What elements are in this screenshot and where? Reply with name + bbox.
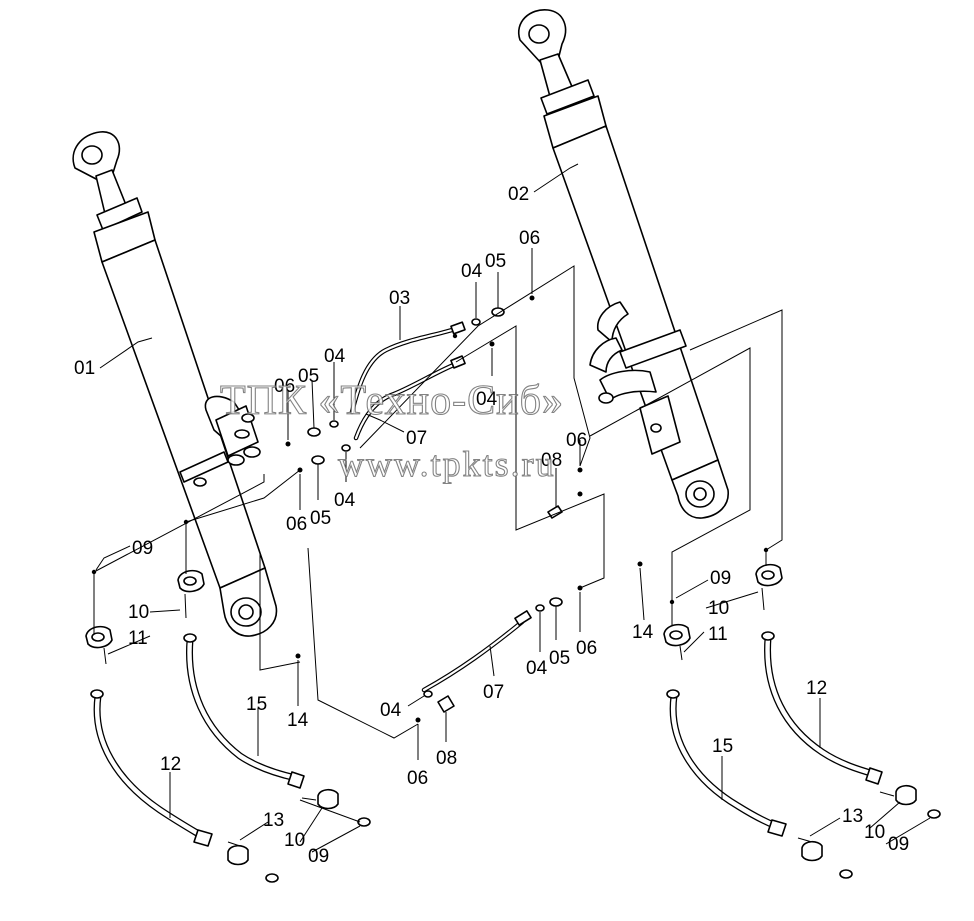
tube-07-lower: [421, 610, 532, 693]
callout-05: 05: [485, 251, 506, 272]
callout-04: 04: [476, 389, 498, 410]
callout-06: 06: [519, 228, 540, 249]
callout-09: 09: [888, 834, 909, 855]
callout-04: 04: [526, 658, 548, 679]
callout-04: 04: [324, 346, 346, 367]
callout-09: 09: [132, 538, 153, 559]
callout-12: 12: [160, 754, 181, 775]
callout-04: 04: [461, 261, 483, 282]
watermark: ТПК «Техно-Сиб» www.tpkts.ru: [219, 377, 564, 484]
tube-03: [349, 321, 466, 415]
callout-06: 06: [566, 430, 587, 451]
callout-07: 07: [483, 682, 504, 703]
watermark-website: www.tpkts.ru: [338, 444, 556, 484]
callout-12: 12: [806, 678, 827, 699]
leader-lines: [93, 163, 931, 853]
callout-01: 01: [74, 358, 95, 379]
callout-06: 06: [274, 376, 295, 397]
cylinder-02: [517, 9, 729, 519]
callout-02: 02: [508, 184, 529, 205]
callout-labels: 01 02 03 04 05 06 04 06 05 04 07 06 05 0…: [74, 184, 909, 867]
callout-10: 10: [708, 598, 729, 619]
cylinder-01: [72, 131, 278, 637]
callout-07: 07: [406, 428, 427, 449]
callout-11: 11: [708, 624, 728, 645]
fittings: [285, 295, 643, 723]
callout-11: 11: [128, 628, 148, 649]
callout-10: 10: [284, 830, 305, 851]
callout-15: 15: [246, 694, 267, 715]
callout-09: 09: [710, 568, 731, 589]
hose-group-right: [663, 547, 941, 879]
callout-03: 03: [389, 288, 410, 309]
callout-13: 13: [842, 806, 863, 827]
callout-04: 04: [380, 700, 402, 721]
callout-05: 05: [310, 508, 331, 529]
callout-14: 14: [287, 710, 309, 731]
callout-15: 15: [712, 736, 733, 757]
callout-06: 06: [576, 638, 597, 659]
callout-08: 08: [541, 450, 562, 471]
callout-13: 13: [263, 810, 284, 831]
callout-05: 05: [549, 648, 570, 669]
callout-04: 04: [334, 490, 356, 511]
callout-06: 06: [407, 768, 428, 789]
callout-08: 08: [436, 748, 457, 769]
callout-05: 05: [298, 366, 319, 387]
callout-10: 10: [128, 602, 149, 623]
callout-09: 09: [308, 846, 329, 867]
callout-14: 14: [632, 622, 654, 643]
callout-10: 10: [864, 822, 885, 843]
watermark-company: ТПК «Техно-Сиб»: [220, 378, 564, 424]
callout-06: 06: [286, 514, 307, 535]
hose-group-left: [85, 519, 371, 883]
